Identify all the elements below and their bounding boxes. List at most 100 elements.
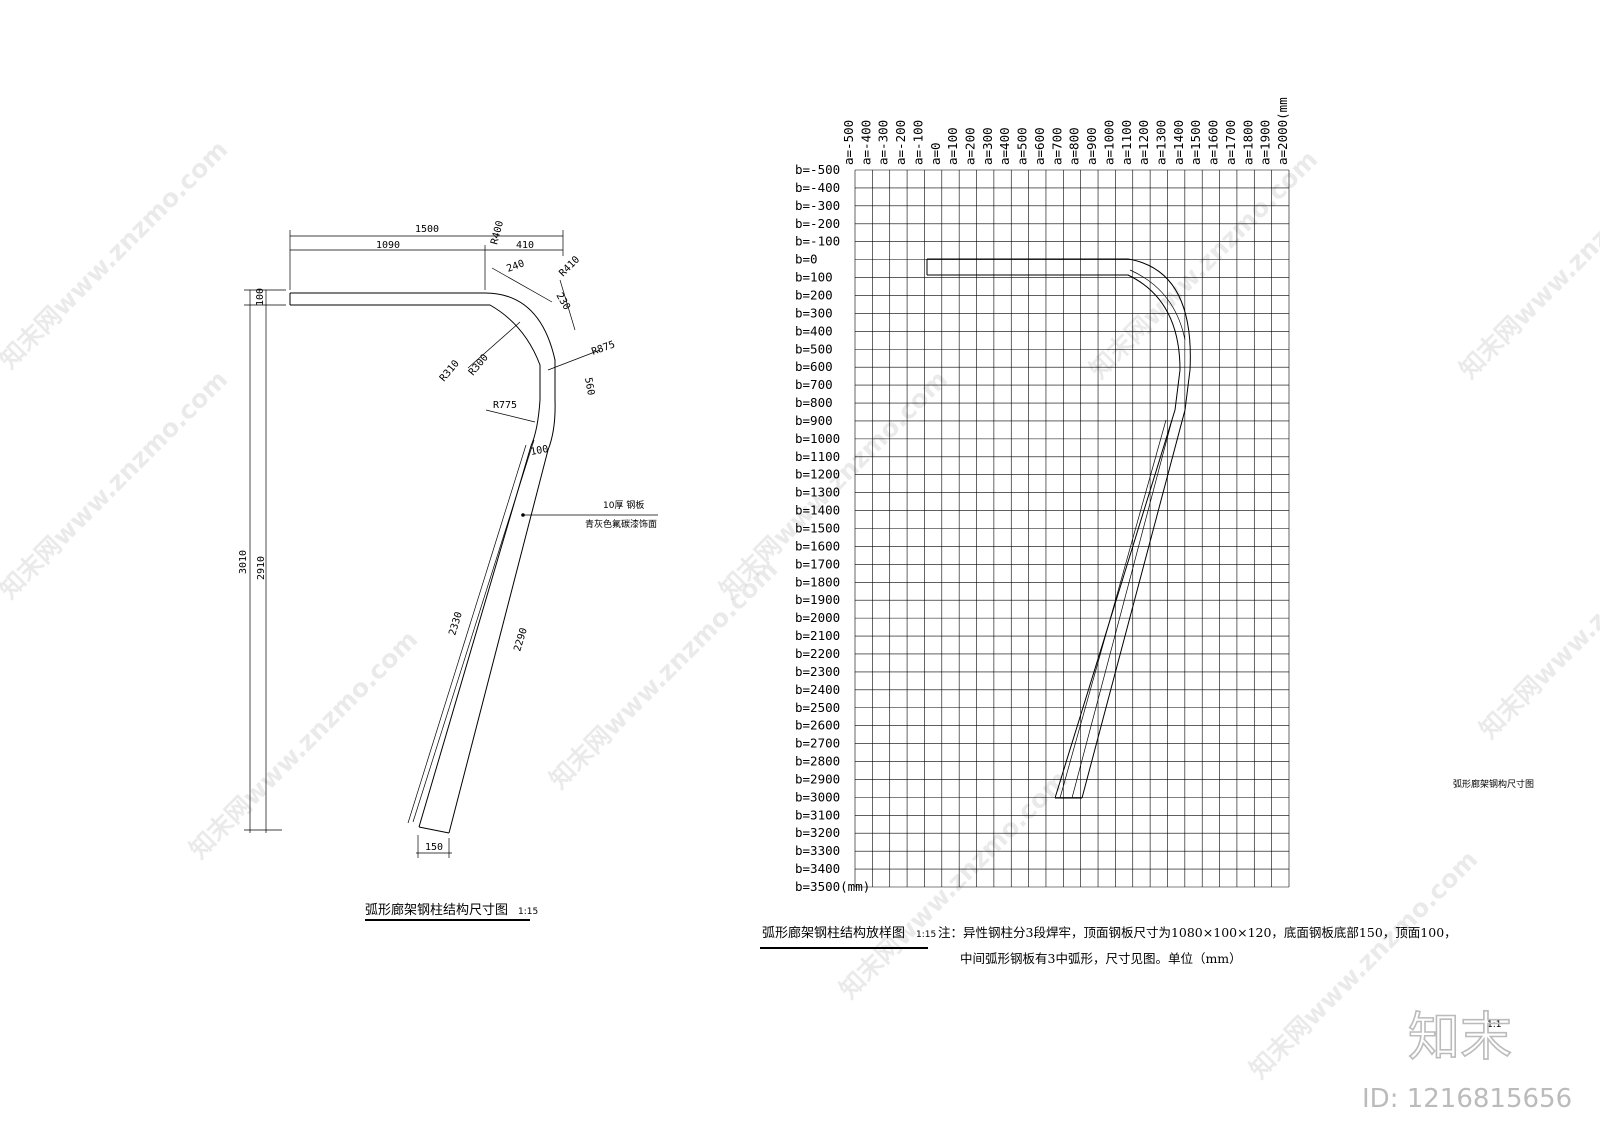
grid-column-inner-outline: [927, 274, 1181, 799]
grid-column-label: a=0: [928, 142, 943, 165]
grid-column-label: a=-100: [910, 120, 925, 165]
grid-row-label: b=800: [795, 395, 833, 410]
dim-3010: 3010: [238, 550, 249, 574]
dim-560: 560: [582, 377, 596, 397]
grid-column-label: a=600: [1032, 127, 1047, 165]
grid-row-label: b=2200: [795, 646, 840, 661]
grid-column-label: a=-400: [858, 120, 873, 165]
grid-column-label: a=1000: [1101, 120, 1116, 165]
grid-column-label: a=2000(mm: [1275, 97, 1290, 165]
right-note-line2: 中间弧形钢板有3中弧形，尺寸见图。单位（mm）: [960, 951, 1242, 966]
dim-r410: R410: [557, 254, 582, 279]
watermark-text: 知末网www.znzmo.com: [0, 365, 233, 605]
right-title: 弧形廊架钢柱结构放样图: [762, 925, 905, 941]
grid-column-label: a=800: [1067, 127, 1082, 165]
dim-r310: R310: [438, 358, 462, 384]
grid-row-label: b=2400: [795, 682, 840, 697]
grid-row-label: b=2000: [795, 610, 840, 625]
leader-r400: [491, 267, 553, 303]
grid-row-label: b=3200: [795, 825, 840, 840]
watermark-text: 知末网www.znzmo.com: [0, 135, 233, 375]
grid-row-label: b=-100: [795, 234, 840, 249]
dim-2910: 2910: [256, 556, 267, 580]
grid-row-label: b=2600: [795, 718, 840, 733]
leader-r300: [467, 321, 521, 369]
dim-150: 150: [425, 842, 443, 853]
left-column-drawing: 1500 1090 410 R400 R410 240 230 R310 R30…: [238, 220, 658, 921]
dim-r875: R875: [590, 339, 616, 358]
leader-r410: [559, 279, 576, 331]
grid-row-label: b=-400: [795, 180, 840, 195]
callout-line1: 10厚 钢板: [603, 499, 644, 511]
watermark-text: 知末网www.znzmo.com: [184, 625, 424, 865]
right-scale: 1:15: [916, 930, 936, 940]
grid-column-outer-outline: [927, 258, 1191, 799]
grid-column-mid-outline: [1129, 269, 1186, 341]
grid-row-label: b=1800: [795, 574, 840, 589]
grid-row-label: b=1300: [795, 485, 840, 500]
grid-row-label: b=1900: [795, 592, 840, 607]
grid-row-label: b=1700: [795, 556, 840, 571]
leader-r775: [485, 409, 536, 423]
grid-row-label: b=700: [795, 377, 833, 392]
grid-row-label: b=2500: [795, 700, 840, 715]
grid-row-label: b=600: [795, 359, 833, 374]
grid-column-diag-inner-2: [1071, 419, 1173, 799]
sheet-scale-label: 1:1: [1487, 1020, 1501, 1030]
grid-column-label: a=1300: [1153, 120, 1168, 165]
grid-row-label: b=1200: [795, 467, 840, 482]
grid-column-diag-inner: [1059, 419, 1167, 799]
column-outer-outline: [290, 292, 556, 834]
grid-row-label: b=1600: [795, 538, 840, 553]
layout-grid: [854, 169, 1290, 888]
column-bottom-cap: [418, 826, 450, 834]
watermark-text: 知末网www.znzmo.com: [1474, 505, 1600, 745]
leader-r875: [547, 349, 601, 371]
grid-column-label: a=-300: [876, 120, 891, 165]
grid-column-label: a=-200: [893, 120, 908, 165]
grid-row-label: b=500: [795, 341, 833, 356]
grid-column-label: a=500: [1015, 127, 1030, 165]
grid-row-label: b=3300: [795, 843, 840, 858]
brand-block: 1:1 知末 ID: 1216815656: [1362, 1007, 1572, 1114]
dim-2330: 2330: [447, 611, 465, 637]
grid-row-label: b=3500(mm): [795, 879, 870, 894]
grid-column-label: a=400: [997, 127, 1012, 165]
grid-column-label: a=1200: [1136, 120, 1151, 165]
dim-r400: R400: [489, 220, 506, 246]
column-mid-line: [412, 439, 535, 823]
grid-row-label: b=100: [795, 270, 833, 285]
grid-row-label: b=1000: [795, 431, 840, 446]
grid-row-label: b=0: [795, 252, 818, 267]
grid-row-label: b=900: [795, 413, 833, 428]
grid-row-label: b=1100: [795, 449, 840, 464]
dim-240: 240: [505, 258, 526, 275]
watermark-text: 知末网www.znzmo.com: [1454, 145, 1600, 385]
grid-row-label: b=3100: [795, 807, 840, 822]
grid-column-label: a=100: [945, 127, 960, 165]
grid-row-label: b=2300: [795, 664, 840, 679]
dim-100-top: 100: [255, 288, 266, 306]
dim-2290: 2290: [512, 627, 530, 653]
dim-100-mid: 100: [530, 444, 550, 458]
grid-row-label: b=3000: [795, 789, 840, 804]
grid-column-label: a=1600: [1206, 120, 1221, 165]
grid-row-labels: b=-500b=-400b=-300b=-200b=-100b=0b=100b=…: [795, 162, 870, 894]
grid-row-label: b=-300: [795, 198, 840, 213]
right-side-label: 弧形廊架钢构尺寸图: [1453, 778, 1534, 790]
grid-row-label: b=2900: [795, 771, 840, 786]
column-mid-line-2: [407, 444, 527, 824]
grid-column-label: a=-500: [841, 120, 856, 165]
dim-230: 230: [553, 291, 572, 312]
grid-row-label: b=200: [795, 287, 833, 302]
grid-column-label: a=1500: [1188, 120, 1203, 165]
grid-row-label: b=400: [795, 323, 833, 338]
dim-r300: R300: [467, 352, 491, 378]
callout-dot: [521, 513, 525, 517]
grid-row-label: b=2700: [795, 736, 840, 751]
grid-column-label: a=1800: [1240, 120, 1255, 165]
watermark-text: 知末网www.znzmo.com: [1084, 145, 1324, 385]
